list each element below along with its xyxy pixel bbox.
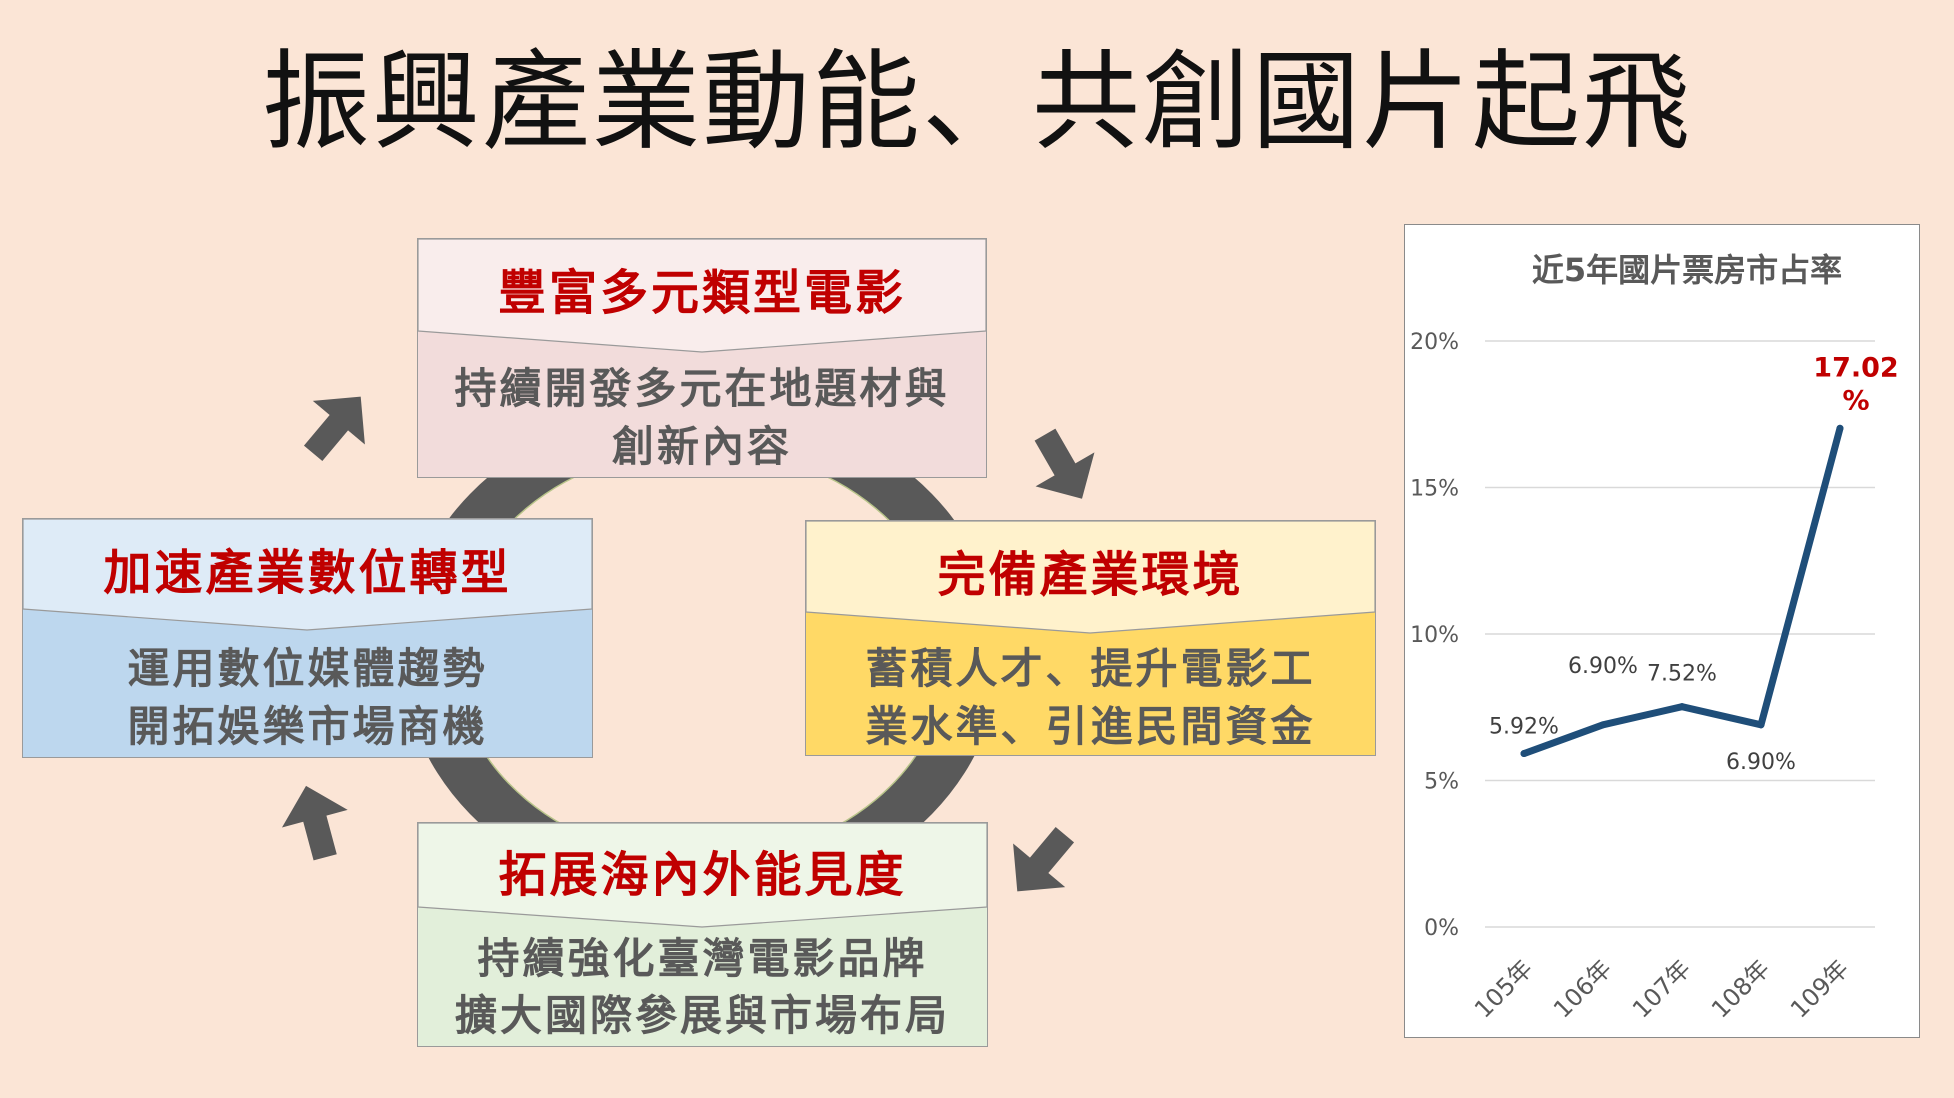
cycle-right-line-2: 業水準、引進民間資金 — [865, 702, 1316, 751]
cycle-box-top: 豐富多元類型電影 持續開發多元在地題材與 創新內容 — [417, 238, 987, 478]
arrow-up-icon — [281, 785, 348, 861]
cycle-left-line-1: 運用數位媒體趨勢 — [127, 644, 488, 693]
cycle-top-heading: 豐富多元類型電影 — [497, 265, 906, 321]
data-point — [1678, 703, 1686, 711]
x-tick-label: 107年 — [1627, 954, 1696, 1023]
x-tick-label: 106年 — [1548, 954, 1617, 1023]
y-tick-label: 5% — [1424, 770, 1459, 795]
data-label: 7.52% — [1647, 662, 1717, 687]
arrow-up-right-icon — [303, 396, 365, 462]
x-tick-label: 108年 — [1706, 954, 1775, 1023]
cycle-bottom-line-1: 持續強化臺灣電影品牌 — [477, 934, 928, 983]
page-title: 振興產業動能、共創國片起飛 — [261, 40, 1692, 165]
arrow-down-right-icon — [1034, 428, 1095, 499]
cycle-left-line-2: 開拓娛樂市場商機 — [127, 702, 488, 751]
cycle-bottom-heading: 拓展海內外能見度 — [498, 847, 907, 903]
market-share-chart: 近5年國片票房市占率 0% 5% 10% 15% 20% 5.92% 6.90% 7.52% 6… — [1404, 224, 1920, 1038]
y-tick-label: 15% — [1410, 477, 1459, 502]
data-point — [1757, 721, 1765, 729]
cycle-box-right: 完備產業環境 蓄積人才、提升電影工 業水準、引進民間資金 — [805, 520, 1376, 756]
cycle-box-left: 加速產業數位轉型 運用數位媒體趨勢 開拓娛樂市場商機 — [22, 518, 593, 758]
cycle-top-line-1: 持續開發多元在地題材與 — [454, 364, 950, 413]
y-tick-label: 0% — [1424, 916, 1459, 941]
data-label-highlight: 17.02% — [1813, 352, 1898, 416]
x-tick-label: 109年 — [1785, 954, 1854, 1023]
arrow-down-left-icon — [1013, 826, 1075, 892]
data-label: 6.90% — [1568, 654, 1638, 679]
chart-canvas: 近5年國片票房市占率 0% 5% 10% 15% 20% 5.92% 6.90% 7.52% 6… — [1410, 251, 1899, 1024]
data-label: 6.90% — [1726, 750, 1796, 775]
cycle-right-heading: 完備產業環境 — [937, 547, 1244, 603]
data-label: 5.92% — [1489, 715, 1559, 740]
y-tick-label: 20% — [1410, 330, 1459, 355]
chart-title: 近5年國片票房市占率 — [1532, 251, 1842, 289]
data-point — [1520, 750, 1528, 758]
cycle-box-bottom: 拓展海內外能見度 持續強化臺灣電影品牌 擴大國際參展與市場布局 — [417, 822, 988, 1047]
cycle-bottom-line-2: 擴大國際參展與市場布局 — [454, 991, 950, 1040]
data-point — [1599, 721, 1607, 729]
y-tick-label: 10% — [1410, 623, 1459, 648]
data-point — [1836, 424, 1844, 432]
cycle-top-line-2: 創新內容 — [611, 422, 792, 471]
cycle-right-line-1: 蓄積人才、提升電影工 — [865, 644, 1316, 693]
cycle-left-heading: 加速產業數位轉型 — [103, 545, 512, 601]
x-tick-label: 105年 — [1469, 954, 1538, 1023]
